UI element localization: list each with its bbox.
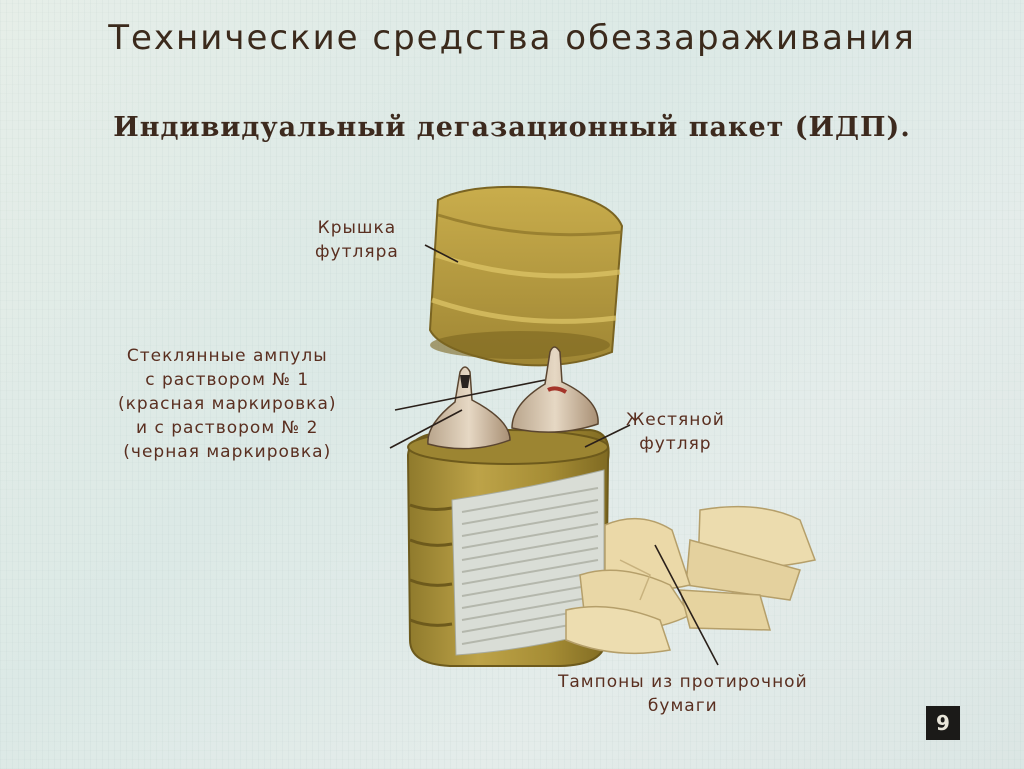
label-glass-ampoules: Стеклянные ампулы с раствором № 1 (красн… xyxy=(118,346,337,462)
leader-ampoule-1 xyxy=(394,379,546,411)
leader-ampoule-2 xyxy=(389,409,463,449)
glass-ampoule-1 xyxy=(427,366,511,450)
leader-lid xyxy=(424,244,459,263)
page-number-badge: 9 xyxy=(926,706,960,740)
label-tampons: Тампоны из протирочной бумаги xyxy=(558,672,808,716)
glass-ampoule-2 xyxy=(511,346,599,433)
page-subtitle: Индивидуальный дегазационный пакет (ИДП)… xyxy=(113,112,911,143)
label-case-lid: Крышка футляра xyxy=(315,218,399,262)
label-tin-case: Жестяной футляр xyxy=(626,410,725,454)
case-lid xyxy=(428,185,624,367)
leader-case xyxy=(584,424,631,448)
leader-tampons xyxy=(654,544,719,666)
tin-case xyxy=(406,428,610,667)
page-title: Технические средства обеззараживания xyxy=(108,18,916,58)
